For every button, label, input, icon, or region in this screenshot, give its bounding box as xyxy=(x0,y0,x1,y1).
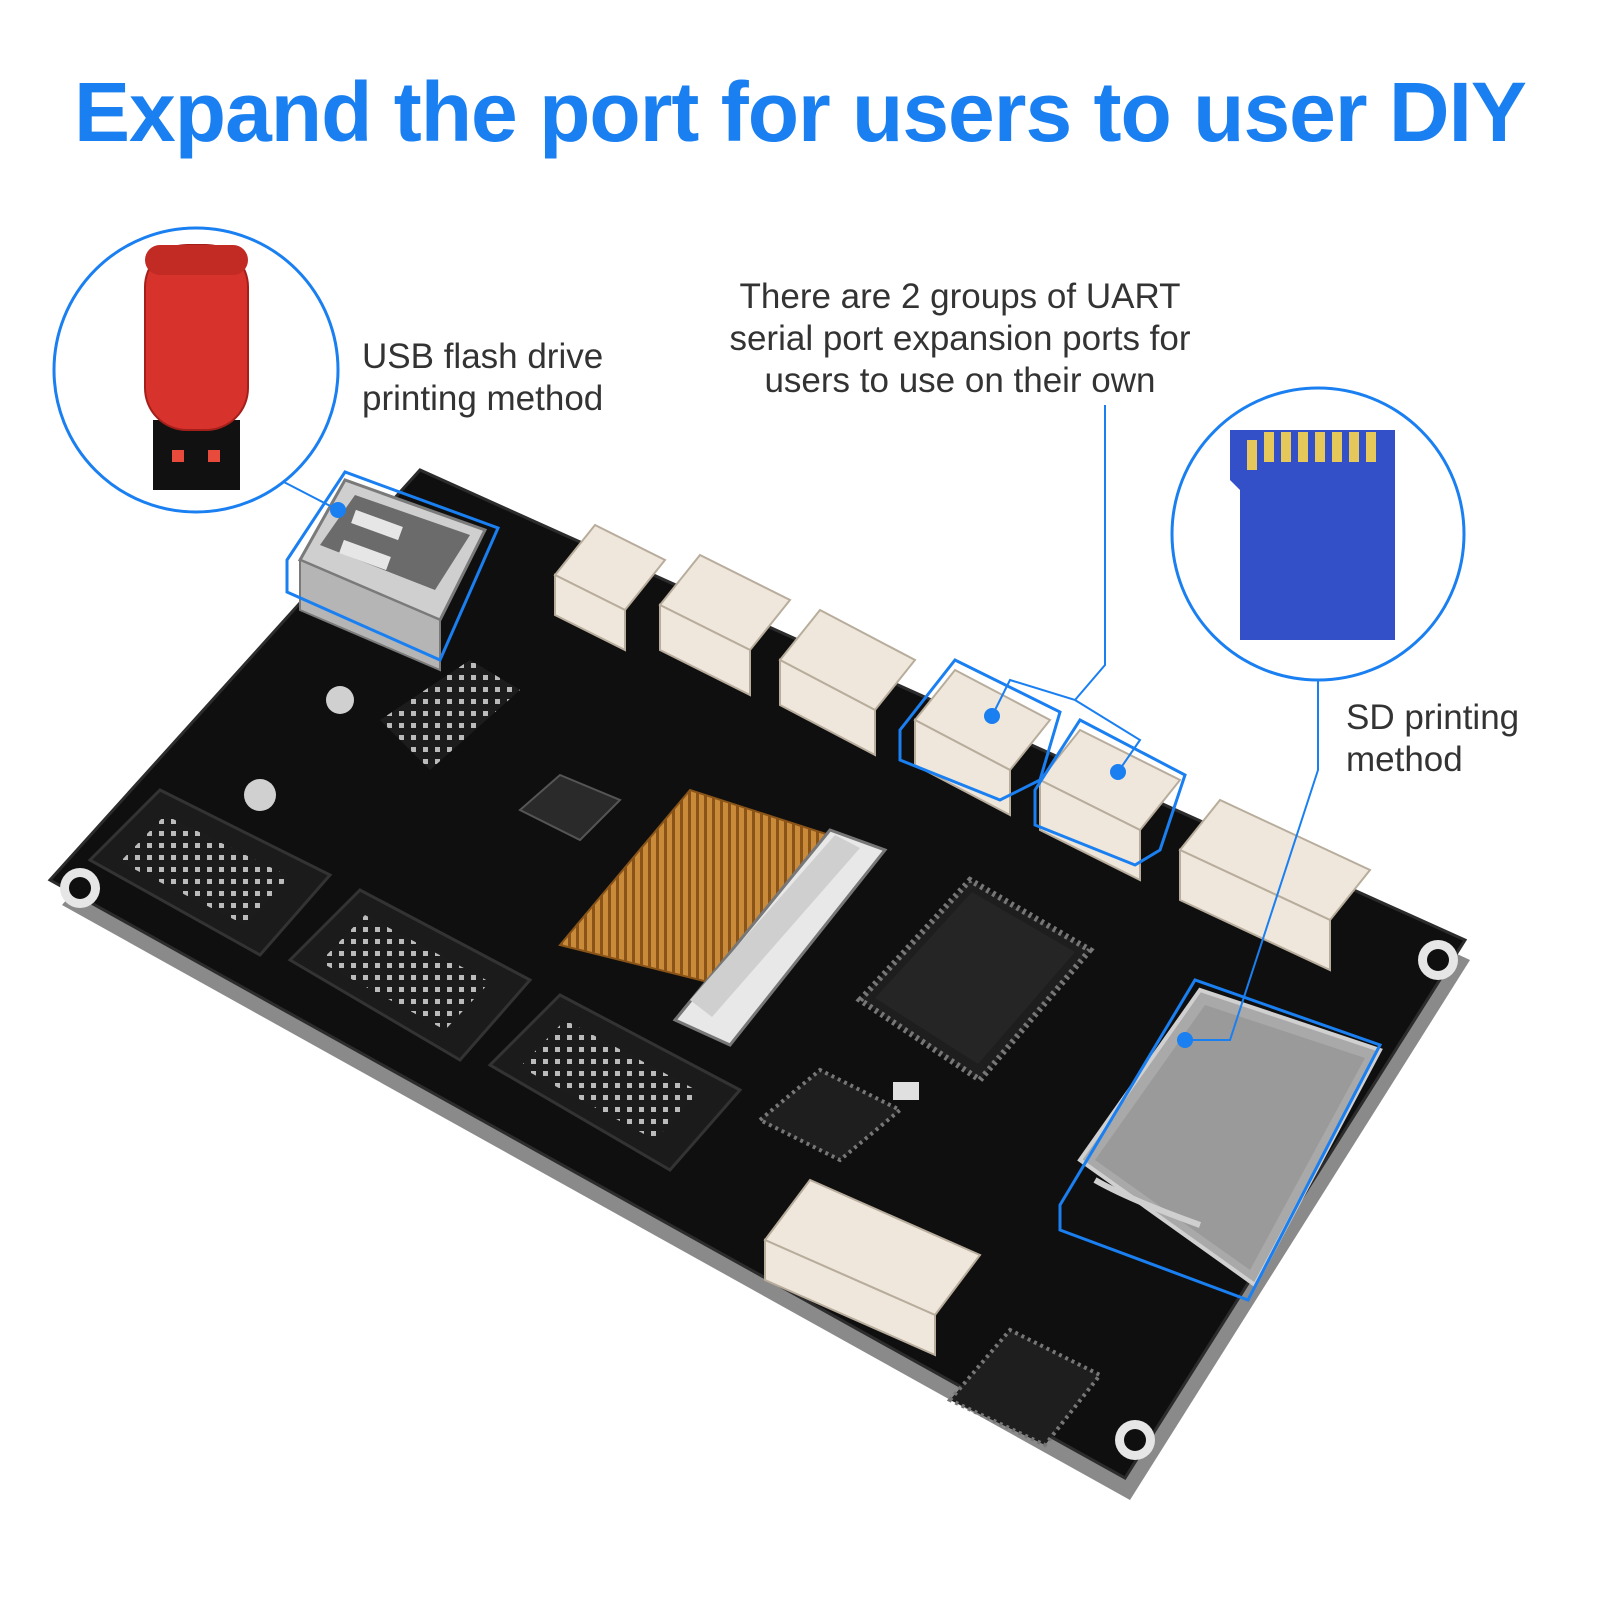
uart-callout-line-3: users to use on their own xyxy=(764,361,1156,400)
components xyxy=(518,773,1104,1448)
sd-slot-highlight xyxy=(1058,978,1383,1302)
idc-headers xyxy=(87,660,743,1172)
jst-connectors xyxy=(553,523,1372,1357)
highlight-outlines xyxy=(285,470,1383,1302)
sd-card-icon xyxy=(1170,386,1466,682)
uart-callout-line-2 xyxy=(1074,699,1142,773)
uart-callout-line-2: serial port expansion ports for xyxy=(729,319,1191,358)
sd-callout-line-2: method xyxy=(1346,740,1463,779)
usb-port-highlight xyxy=(285,470,501,662)
callout-lines xyxy=(279,405,1319,1041)
usb-callout-line-2: printing method xyxy=(362,379,604,418)
usb-callout-text: USB flash drive printing method xyxy=(362,336,603,420)
headline: Expand the port for users to user DIY xyxy=(74,65,1527,159)
uart-port-2-highlight xyxy=(1033,718,1187,867)
sd-callout-line xyxy=(1185,680,1319,1041)
uart-callout-text: There are 2 groups of UART serial port e… xyxy=(700,276,1220,402)
uart-callout-line-1: There are 2 groups of UART xyxy=(739,277,1181,316)
usb-callout-line xyxy=(279,479,339,511)
uart-callout-line-1 xyxy=(991,405,1106,717)
ribbon-cable xyxy=(558,788,888,1047)
callout-dots xyxy=(330,502,1193,1048)
sd-callout-text: SD printing method xyxy=(1346,697,1519,781)
sd-callout-line-1: SD printing xyxy=(1346,698,1520,737)
usb-callout-line-1: USB flash drive xyxy=(362,337,604,376)
sd-card-slot xyxy=(1077,987,1383,1288)
usb-flash-drive-icon xyxy=(52,226,340,514)
